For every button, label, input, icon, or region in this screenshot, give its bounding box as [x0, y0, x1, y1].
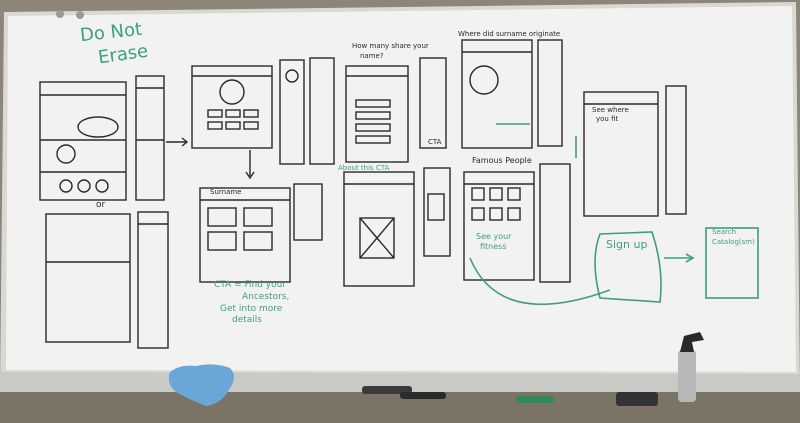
or-label: or: [96, 200, 106, 210]
see-where-note: See where: [592, 106, 629, 114]
get-info-note: Get into more: [220, 304, 283, 314]
sketch-mobile-1: [135, 75, 165, 201]
sketch-desktop-blank: [45, 213, 131, 343]
sketch-mobile-7: [539, 163, 571, 283]
wireframe-sketches: [39, 39, 687, 349]
magnet: [76, 11, 84, 19]
sketch-mobile-2a: [279, 59, 305, 165]
famous-people-label: Famous People: [472, 156, 532, 165]
magnet: [56, 10, 64, 18]
signup-bubble: [594, 231, 662, 303]
about-cta-label: About this CTA: [338, 164, 390, 172]
sign-up-note: Sign up: [606, 238, 648, 251]
get-info-note-2: details: [232, 315, 262, 325]
sketch-mobile-2b: [309, 57, 335, 165]
sketch-mobile-blank: [137, 211, 169, 349]
search-catalog-note-2: Catalog(sm): [712, 238, 755, 246]
sketch-desktop-5: [343, 171, 415, 287]
cta-find-note-2: Ancestors,: [242, 292, 290, 302]
spray-nozzle: [680, 332, 704, 352]
black-marker: [400, 392, 446, 399]
sketch-desktop-1: [39, 81, 127, 201]
sketch-desktop-6: [461, 39, 533, 149]
surname-label: Surname: [210, 188, 242, 196]
eraser: [616, 392, 658, 406]
sketch-desktop-4: [345, 65, 409, 163]
question-origin: Where did surname originate: [458, 30, 561, 38]
see-where-note-2: you fit: [596, 115, 619, 123]
sketch-desktop-3: [199, 187, 291, 283]
cleaning-cloth: [168, 364, 234, 406]
search-catalog-note: Search: [712, 228, 737, 236]
sketch-desktop-7: [463, 171, 535, 281]
floor-wall: [0, 392, 800, 423]
sketch-mobile-4: [419, 57, 447, 149]
question-share-name: How many share your: [352, 42, 429, 50]
spray-bottle: [678, 350, 696, 402]
green-annotations: [469, 123, 759, 306]
question-share-name-2: name?: [360, 52, 384, 60]
sketch-mobile-8: [665, 85, 687, 215]
black-marker: [362, 386, 412, 394]
board-surface: [6, 6, 796, 372]
sketch-mobile-3: [293, 183, 323, 241]
sketch-mobile-5: [423, 167, 451, 257]
search-catalog-sketch: [705, 227, 759, 299]
see-fitness-note: See your: [476, 232, 512, 241]
sketch-desktop-2: [191, 65, 273, 149]
sketch-mobile-6: [537, 39, 563, 147]
cta-label: CTA: [428, 138, 442, 146]
sketch-desktop-8: [583, 91, 659, 217]
green-marker: [516, 396, 554, 403]
see-fitness-note-2: fitness: [480, 242, 507, 251]
flow-curve: [469, 257, 611, 306]
cta-find-note: CTA = Find your: [214, 280, 287, 290]
